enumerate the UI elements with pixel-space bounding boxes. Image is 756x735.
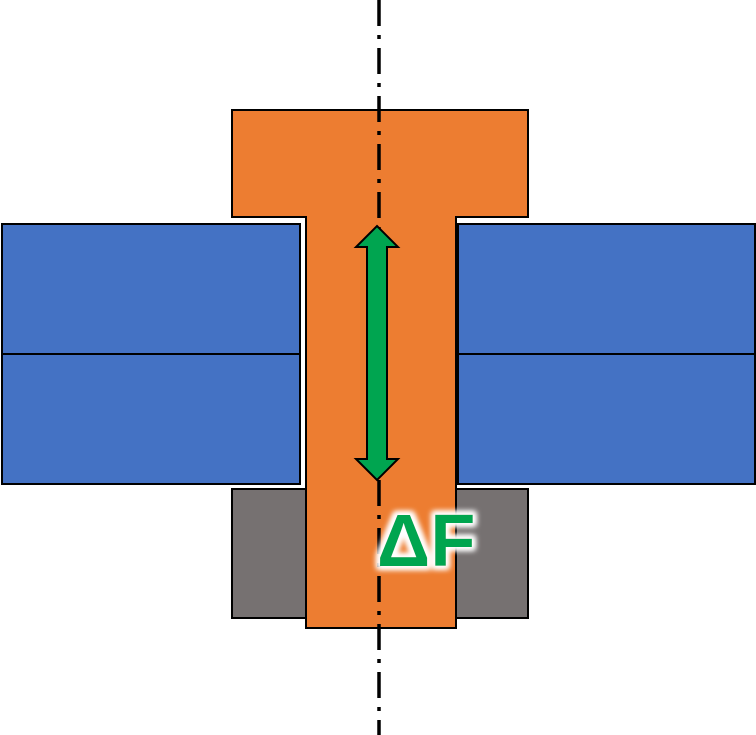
left-upper-plate (1, 223, 301, 355)
force-label: ΔF (377, 499, 475, 582)
right-upper-plate (457, 223, 756, 355)
left-lower-plate (1, 353, 301, 485)
right-lower-plate (457, 353, 756, 485)
force-double-arrow (353, 224, 401, 482)
